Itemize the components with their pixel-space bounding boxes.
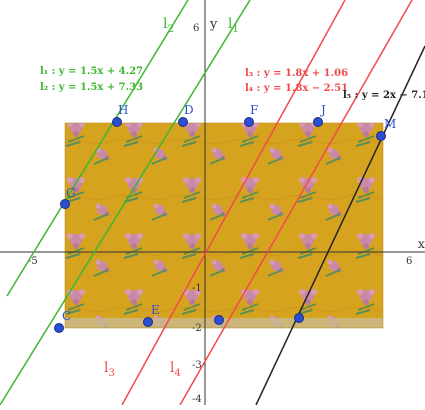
y-tick-label: -4 xyxy=(192,394,202,405)
x-tick-label: -5 xyxy=(28,256,38,267)
line-l5[interactable] xyxy=(255,45,425,405)
point-label: F xyxy=(250,103,258,117)
point-label: H xyxy=(118,103,128,117)
point-C[interactable]: C xyxy=(54,309,72,333)
intersection-point[interactable] xyxy=(294,313,304,323)
point-label: M xyxy=(384,117,396,131)
point-label: E xyxy=(151,303,160,317)
fabric-photo xyxy=(64,122,384,329)
line-label-l3: l3 xyxy=(104,360,115,379)
line-l3[interactable] xyxy=(121,0,346,405)
point-G[interactable]: G xyxy=(60,186,76,209)
point-M[interactable]: M xyxy=(376,117,397,141)
point-E[interactable]: E xyxy=(143,303,160,327)
point-H[interactable]: H xyxy=(112,103,129,127)
equation-l1: l₁ : y = 1.5x + 4.27 xyxy=(40,66,143,77)
x-tick-label: 6 xyxy=(406,256,412,267)
y-tick-label: -3 xyxy=(192,360,202,371)
point-J[interactable]: J xyxy=(313,103,327,127)
y-tick-label: -1 xyxy=(192,283,202,294)
equation-l4: l₄ : y = 1.8x − 2.51 xyxy=(245,83,348,94)
line-l1[interactable] xyxy=(6,0,189,297)
point-F[interactable]: F xyxy=(244,103,259,127)
line-l4[interactable] xyxy=(179,0,413,405)
line-label-l4: l4 xyxy=(170,360,181,379)
line-label-l2: l2 xyxy=(163,16,174,35)
point-label: J xyxy=(319,103,326,117)
point-label: G xyxy=(66,186,76,200)
equation-l2: l₂ : y = 1.5x + 7.33 xyxy=(40,82,143,93)
line-label-l1: l1 xyxy=(228,16,239,35)
equation-l5: l₅ : y = 2x − 7.18 xyxy=(343,90,425,101)
y-axis-symbol: y xyxy=(209,17,218,32)
intersection-point[interactable] xyxy=(214,315,224,325)
y-tick-label: 6 xyxy=(193,23,199,34)
point-D[interactable]: D xyxy=(178,103,194,127)
point-label: D xyxy=(184,103,194,117)
equation-l3: l₃ : y = 1.8x + 1.06 xyxy=(245,68,348,79)
y-tick-label: -2 xyxy=(192,323,202,334)
line-l2[interactable] xyxy=(0,0,251,405)
x-axis-symbol: x xyxy=(418,237,425,251)
point-label: C xyxy=(62,309,71,323)
